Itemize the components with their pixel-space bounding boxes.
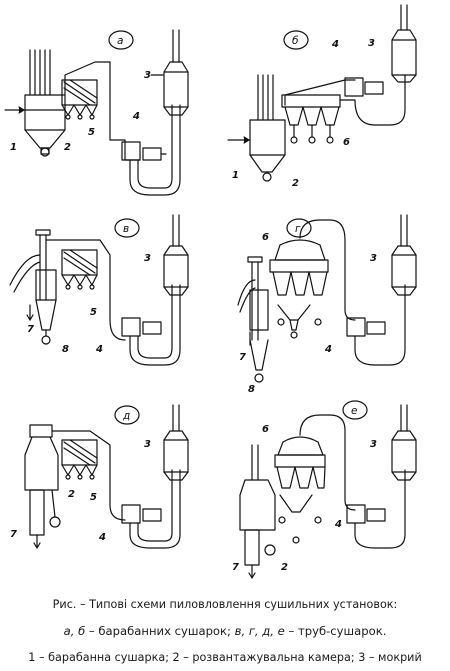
panel-e-pipe-dryer: [239, 444, 276, 579]
panel-a-duct: [64, 61, 111, 96]
panel-a-line-to-fan: [109, 94, 141, 161]
panel-v: в 3: [9, 214, 189, 366]
panel-v-label-4: 4: [95, 344, 103, 355]
panel-v-fan: [121, 317, 162, 337]
panel-b-label-2: 2: [292, 178, 299, 189]
caption-drum-letters: а, б: [63, 624, 86, 638]
panel-v-cyclone: [35, 269, 57, 345]
panel-d-label-4: 4: [98, 532, 106, 543]
panel-a-label-4: 4: [132, 111, 140, 122]
figure-caption-legend: 1 – барабанна сушарка; 2 – розвантажувал…: [28, 651, 422, 664]
panel-a-label-3: 3: [144, 70, 151, 81]
panel-b-letter: б: [292, 35, 299, 47]
panel-e-label-4: 4: [334, 519, 342, 530]
panel-e-cyclone-battery: [274, 436, 326, 544]
panel-a-cyclone-battery: [61, 79, 98, 120]
panel-e-label-circle: [342, 400, 368, 420]
panel-v-label-circle: [114, 218, 140, 238]
panel-b-stacks: [257, 74, 274, 121]
panel-a-label-circle: [108, 30, 134, 50]
panel-e-wet-scrubber: [391, 404, 417, 481]
panel-d-label-3: 3: [144, 439, 151, 450]
panel-b-cyclone-battery: [281, 94, 341, 144]
panel-g-cyclone-battery: [269, 239, 329, 339]
panel-a-u-duct: [129, 104, 181, 196]
panel-b-label-3: 3: [368, 38, 375, 49]
caption-pipe-letters: в, г, д, е: [234, 624, 285, 638]
panel-a-label-1: 1: [10, 142, 17, 153]
panel-g-label-8: 8: [248, 384, 255, 395]
panel-e-label-7: 7: [232, 562, 239, 573]
panel-g-label-circle: [286, 218, 312, 238]
panel-e-letter: е: [351, 405, 357, 417]
panel-e-label-2: 2: [281, 562, 288, 573]
panel-g: г: [237, 214, 417, 395]
panel-v-letter: в: [123, 223, 129, 235]
panel-b-discharge-chamber: [249, 119, 286, 182]
panel-d-label-5: 5: [90, 492, 97, 503]
panel-g-label-3: 3: [370, 253, 377, 264]
panel-d-label-7: 7: [10, 529, 17, 540]
panel-d-label-circle: [114, 405, 140, 425]
figure-caption-title: Рис. – Типові схеми пиловловлення сушиль…: [52, 598, 398, 611]
panel-b-label-circle: [283, 30, 309, 50]
panel-a-wet-scrubber: [163, 29, 189, 116]
panel-a-label-5: 5: [88, 127, 95, 138]
panel-v-label-3: 3: [144, 253, 151, 264]
panel-g-label-6: 6: [262, 232, 269, 243]
panel-v-label-8: 8: [62, 344, 69, 355]
panel-a-fan: [121, 141, 167, 161]
panel-a-letter: а: [117, 35, 123, 47]
panel-d-label-2: 2: [68, 489, 75, 500]
panel-g-pipe-dryer: [247, 256, 269, 383]
panel-g-wet-scrubber: [391, 214, 417, 296]
panel-g-label-4: 4: [324, 344, 332, 355]
panel-b-fan: [344, 77, 384, 97]
panel-d: д 3 2 5 7: [10, 404, 189, 549]
panel-g-fan: [346, 317, 386, 337]
panel-e-label-3: 3: [370, 439, 377, 450]
dust-collection-schemes-diagram: а: [4, 4, 417, 579]
panel-d-pipe-dryer: [24, 424, 61, 549]
panel-e-label-6: 6: [262, 424, 269, 435]
panel-v-label-5: 5: [90, 307, 97, 318]
panel-a: а: [4, 29, 189, 196]
panel-v-cyclone-battery: [61, 249, 98, 290]
panel-v-wet-scrubber: [163, 214, 189, 296]
panel-b: б 3 4: [227, 4, 417, 189]
panel-e-fan: [346, 504, 386, 524]
panel-d-letter: д: [122, 410, 130, 422]
panel-b-wet-scrubber: [391, 4, 417, 83]
panel-b-label-1: 1: [232, 170, 239, 181]
panel-d-wet-scrubber: [163, 404, 189, 481]
panel-a-stacks: [29, 49, 51, 96]
caption-drum-text: – барабанних сушарок;: [85, 624, 235, 638]
panel-d-cyclone-battery: [61, 439, 98, 480]
panel-e: е 6 3: [232, 400, 417, 579]
caption-pipe-text: – труб-сушарок.: [284, 624, 387, 638]
panel-g-letter: г: [295, 223, 301, 235]
panel-g-label-7: 7: [239, 352, 246, 363]
panel-a-discharge-chamber: [24, 94, 66, 157]
panel-d-fan: [121, 504, 162, 524]
panel-v-pipe-dryer: [35, 229, 51, 301]
panel-a-label-2: 2: [64, 142, 71, 153]
panel-b-label-4: 4: [331, 39, 339, 50]
panel-b-label-6: 6: [343, 137, 350, 148]
figure-caption-types: а, б – барабанних сушарок; в, г, д, е – …: [0, 624, 450, 638]
panel-v-label-7: 7: [27, 324, 34, 335]
